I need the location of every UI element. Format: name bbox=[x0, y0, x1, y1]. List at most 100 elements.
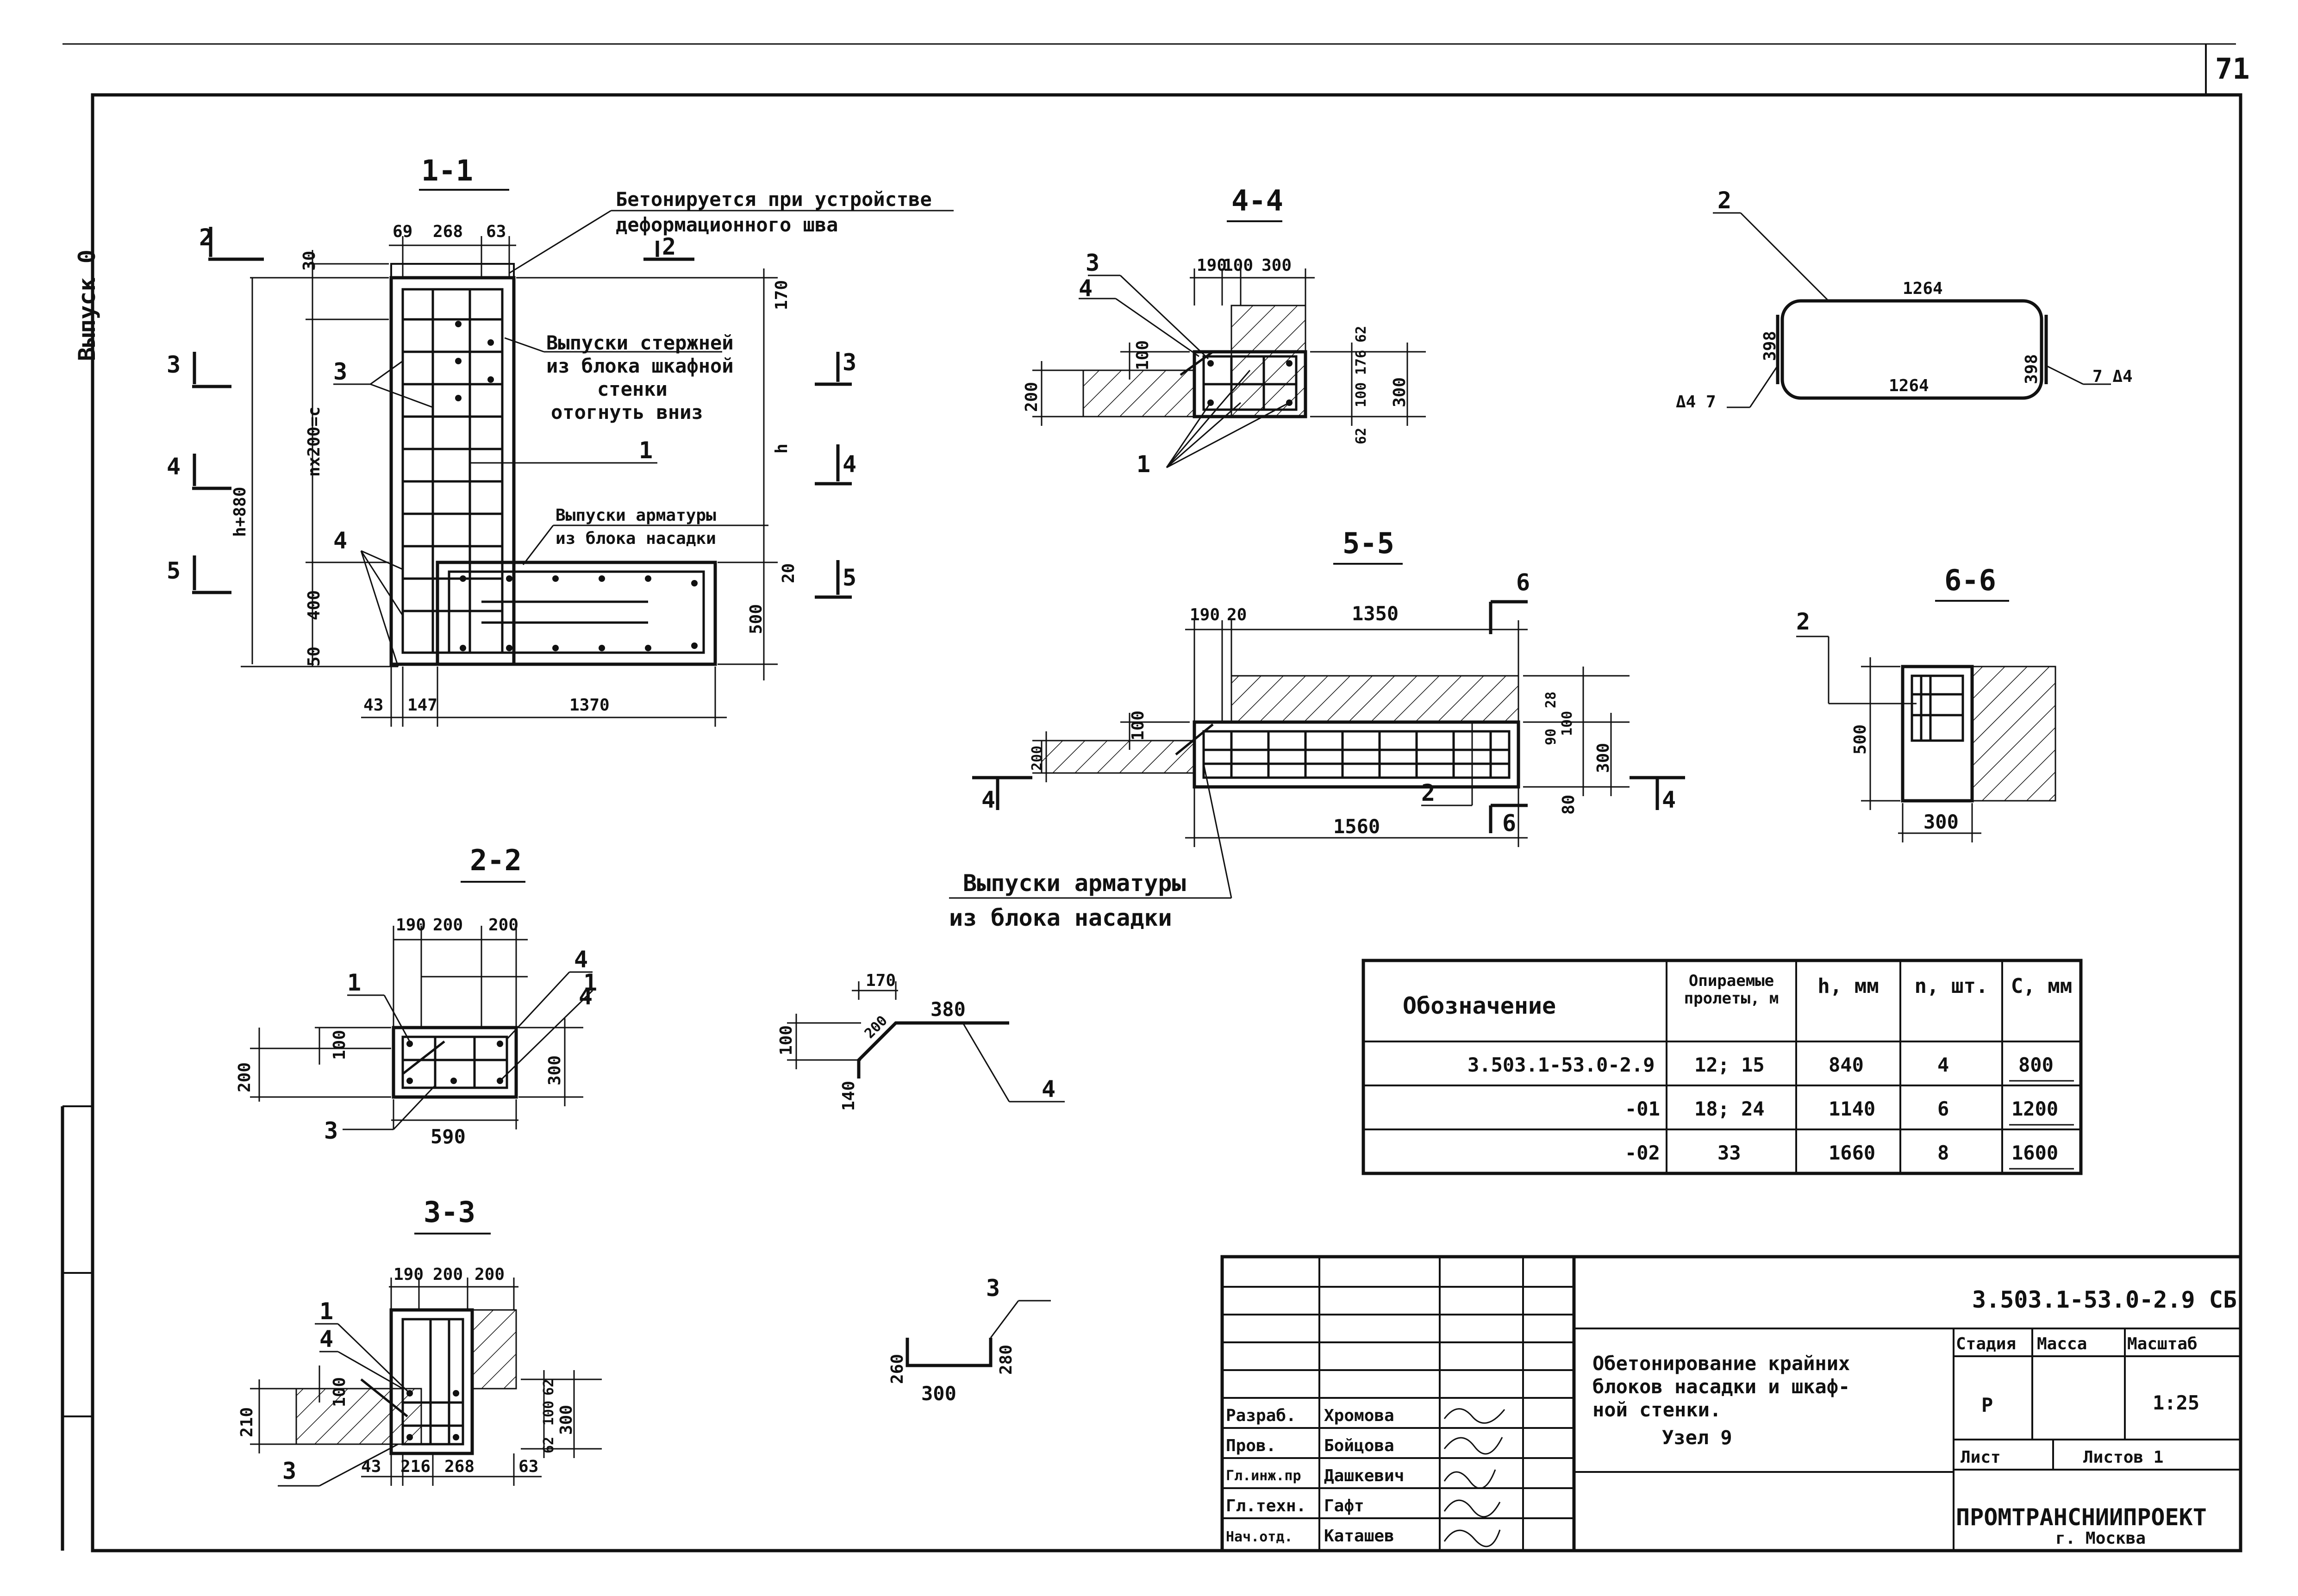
svg-text:300: 300 bbox=[545, 1055, 564, 1085]
svg-text:90: 90 bbox=[1543, 729, 1559, 745]
sheet-frame bbox=[61, 43, 2242, 1552]
svg-text:63: 63 bbox=[486, 222, 506, 241]
svg-text:1370: 1370 bbox=[569, 696, 610, 715]
svg-text:Гл.техн.: Гл.техн. bbox=[1226, 1496, 1306, 1515]
svg-text:4: 4 bbox=[981, 786, 995, 813]
section-6-6-title: 6-6 bbox=[1944, 563, 1996, 597]
svg-text:Пров.: Пров. bbox=[1226, 1436, 1276, 1455]
table-header-h: h, мм bbox=[1817, 974, 1879, 998]
svg-text:100: 100 bbox=[330, 1377, 349, 1407]
svg-text:2: 2 bbox=[1717, 187, 1731, 214]
svg-text:100: 100 bbox=[1129, 711, 1148, 741]
svg-text:Каташев: Каташев bbox=[1324, 1527, 1394, 1546]
svg-text:4: 4 bbox=[1662, 786, 1676, 813]
svg-text:1660: 1660 bbox=[1829, 1141, 1875, 1164]
svg-text:100: 100 bbox=[1223, 256, 1253, 275]
drawing-title-2: блоков насадки и шкаф- bbox=[1592, 1375, 1850, 1398]
svg-text:840: 840 bbox=[1829, 1054, 1864, 1076]
issue-label: Выпуск 0 bbox=[74, 249, 100, 361]
city: г. Москва bbox=[2055, 1529, 2146, 1548]
svg-text:4: 4 bbox=[843, 451, 856, 478]
svg-text:300: 300 bbox=[1923, 810, 1959, 833]
svg-text:Δ4 7: Δ4 7 bbox=[1676, 393, 1716, 411]
svg-text:28: 28 bbox=[1543, 692, 1559, 708]
svg-text:Листов 1: Листов 1 bbox=[2083, 1448, 2163, 1467]
note-concrete-1: Бетонируется при устройстве bbox=[616, 188, 932, 211]
svg-text:200: 200 bbox=[1022, 382, 1041, 412]
signature-row: Разраб. Хромова bbox=[1226, 1406, 1505, 1425]
svg-text:1140: 1140 bbox=[1829, 1097, 1875, 1120]
drawing-title-3: ной стенки. bbox=[1592, 1398, 1721, 1421]
svg-text:20: 20 bbox=[779, 563, 798, 583]
svg-text:30: 30 bbox=[300, 251, 319, 271]
wall-stirrups bbox=[401, 288, 504, 654]
svg-text:Гл.инж.пр: Гл.инж.пр bbox=[1226, 1468, 1301, 1484]
drawing-title-4: Узел 9 bbox=[1662, 1426, 1732, 1449]
svg-text:3: 3 bbox=[986, 1275, 1000, 1302]
svg-text:147: 147 bbox=[407, 696, 437, 715]
note-bars-2: из блока шкафной bbox=[546, 355, 734, 377]
note-rebar-5-5-1: Выпуски арматуры bbox=[963, 870, 1186, 897]
svg-text:400: 400 bbox=[305, 590, 324, 620]
svg-text:200: 200 bbox=[488, 916, 518, 935]
svg-text:62: 62 bbox=[541, 1379, 557, 1396]
svg-text:210: 210 bbox=[237, 1407, 256, 1437]
svg-text:2: 2 bbox=[1421, 779, 1435, 806]
svg-text:4: 4 bbox=[167, 453, 181, 480]
svg-text:4: 4 bbox=[333, 527, 347, 554]
svg-text:170: 170 bbox=[866, 971, 896, 990]
svg-text:-02: -02 bbox=[1625, 1141, 1660, 1164]
svg-text:20: 20 bbox=[1227, 605, 1247, 624]
svg-text:Масса: Масса bbox=[2037, 1334, 2087, 1353]
svg-text:1264: 1264 bbox=[1889, 376, 1929, 395]
svg-text:398: 398 bbox=[2022, 354, 2041, 384]
svg-text:62: 62 bbox=[1353, 326, 1369, 343]
svg-text:190: 190 bbox=[1190, 605, 1220, 624]
svg-text:1560: 1560 bbox=[1333, 815, 1380, 838]
note-bars-1: Выпуски стержней bbox=[546, 331, 734, 354]
svg-text:2: 2 bbox=[199, 224, 213, 251]
svg-text:8: 8 bbox=[1937, 1141, 1949, 1164]
section-2-2-title: 2-2 bbox=[470, 843, 522, 877]
table-row: -01 18; 24 1140 6 1200 bbox=[1625, 1097, 2058, 1120]
section-1-1: 1-1 bbox=[167, 154, 954, 727]
svg-text:140: 140 bbox=[839, 1081, 858, 1111]
svg-text:5: 5 bbox=[167, 557, 181, 584]
table-row: 3.503.1-53.0-2.9 12; 15 840 4 800 bbox=[1467, 1054, 2054, 1076]
spec-table: Обозначение Опираемые пролеты, м h, мм n… bbox=[1361, 959, 2083, 1175]
note-rebar-5-5-2: из блока насадки bbox=[949, 904, 1172, 931]
section-4-4-title: 4-4 bbox=[1231, 184, 1283, 218]
svg-text:1: 1 bbox=[1137, 451, 1150, 478]
section-2-2: 2-2 190 200 200 100 200 300 590 bbox=[235, 843, 597, 1148]
signature-row: Пров. Бойцова bbox=[1226, 1436, 1503, 1455]
organization: ПРОМТРАНСНИИПРОЕКТ bbox=[1956, 1504, 2207, 1531]
svg-text:43: 43 bbox=[363, 696, 383, 715]
section-3-3: 3-3 190 200 200 210 100 62 100 62 300 bbox=[237, 1195, 602, 1487]
svg-text:33: 33 bbox=[1717, 1141, 1741, 1164]
section-5-5-title: 5-5 bbox=[1343, 526, 1394, 560]
table-row: -02 33 1660 8 1600 bbox=[1625, 1141, 2058, 1164]
svg-text:nx200=c: nx200=c bbox=[305, 406, 324, 477]
section-5-5: 5-5 190 20 1350 200 100 bbox=[949, 526, 1685, 931]
svg-text:1200: 1200 bbox=[2011, 1097, 2058, 1120]
note-concrete-2: деформационного шва bbox=[616, 213, 838, 236]
svg-text:62: 62 bbox=[1353, 428, 1369, 444]
svg-text:300: 300 bbox=[921, 1382, 956, 1405]
svg-text:1: 1 bbox=[319, 1298, 333, 1325]
svg-text:100: 100 bbox=[1559, 711, 1575, 736]
svg-text:3: 3 bbox=[324, 1117, 338, 1144]
svg-text:260: 260 bbox=[888, 1354, 907, 1384]
note-bars-3: стенки bbox=[597, 378, 668, 400]
svg-text:4: 4 bbox=[1079, 275, 1093, 302]
section-1-1-title: 1-1 bbox=[421, 154, 473, 187]
item-4-detail: 170 200 380 100 140 4 bbox=[777, 971, 1065, 1111]
svg-text:500: 500 bbox=[1851, 724, 1870, 754]
svg-text:1: 1 bbox=[639, 437, 653, 464]
svg-text:Разраб.: Разраб. bbox=[1226, 1406, 1296, 1425]
svg-text:50: 50 bbox=[305, 647, 324, 667]
svg-text:80: 80 bbox=[1559, 795, 1578, 815]
svg-text:12; 15: 12; 15 bbox=[1694, 1054, 1765, 1076]
svg-text:1:25: 1:25 bbox=[2153, 1391, 2199, 1414]
svg-text:200: 200 bbox=[433, 1265, 463, 1284]
svg-text:Масштаб: Масштаб bbox=[2127, 1334, 2198, 1353]
